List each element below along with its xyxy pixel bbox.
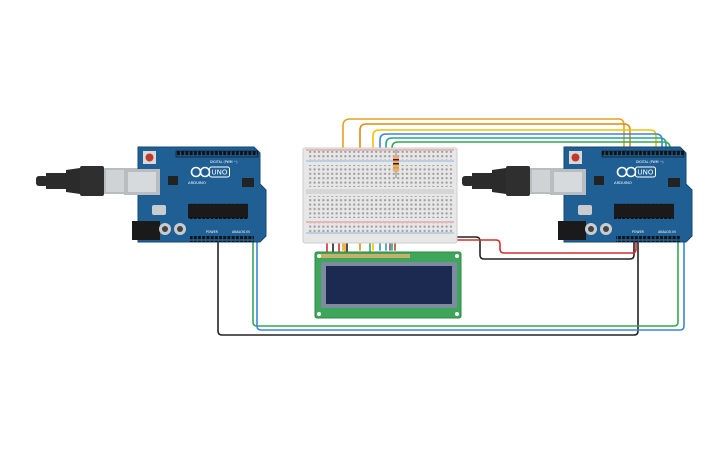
arduino-logo-right: [616, 166, 656, 178]
board-model-left: UNO: [212, 169, 228, 177]
wire-green-top: [391, 141, 671, 251]
power-label-left: POWER: [206, 230, 219, 234]
header-label-left: DIGITAL (PWM ~): [210, 160, 237, 164]
wire-black-gnd: [217, 240, 639, 336]
wire-red-power: [449, 239, 637, 254]
wire-orange-top: [342, 118, 625, 251]
resistor: [393, 150, 399, 178]
board-model-right: UNO: [638, 169, 654, 177]
usb-cable-right: [462, 166, 564, 196]
header-label-right: DIGITAL (PWM ~): [636, 160, 663, 164]
lcd-display: [314, 251, 462, 319]
wire-green-a4: [252, 240, 679, 327]
board-brand-left: ARDUINO: [188, 180, 206, 185]
usb-cable-left: [36, 166, 138, 196]
breadboard: [302, 147, 458, 244]
arduino-left: ARDUINO UNO DIGITAL (PWM ~) POWER ANALOG…: [124, 146, 267, 243]
wire-blue-a5: [256, 240, 685, 331]
arduino-right: ARDUINO UNO DIGITAL (PWM ~) POWER ANALOG…: [550, 146, 693, 243]
power-label-right: POWER: [632, 230, 645, 234]
wire-black-power: [449, 236, 635, 260]
analog-label-left: ANALOG IN: [232, 230, 250, 234]
wires: [217, 118, 685, 336]
wire-orange2-top: [359, 123, 631, 251]
arduino-logo-left: [190, 166, 230, 178]
board-brand-right: ARDUINO: [614, 180, 632, 185]
analog-label-right: ANALOG IN: [658, 230, 676, 234]
